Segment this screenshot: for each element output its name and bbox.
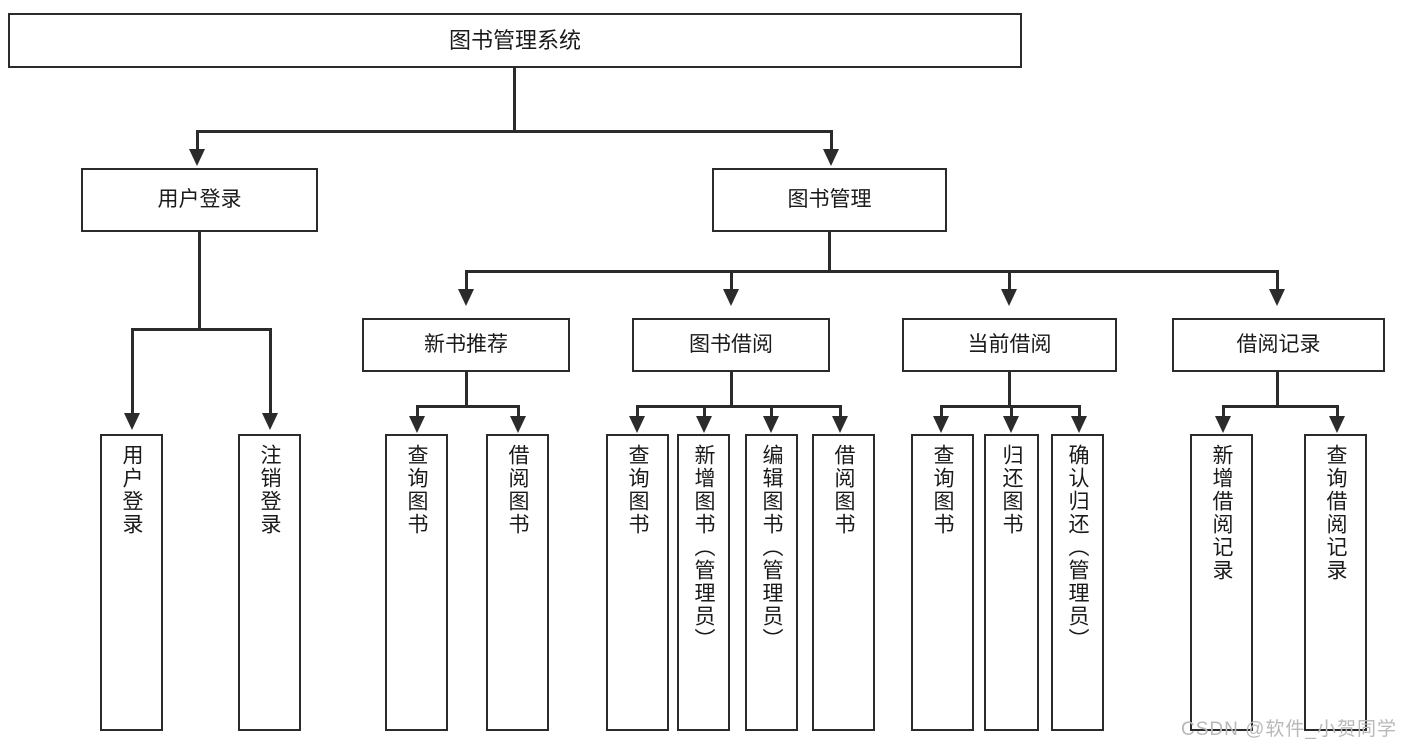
node-label: 当前借阅	[967, 332, 1052, 356]
arrowhead-icon	[1071, 416, 1087, 433]
node-label: 图书管理	[787, 187, 872, 211]
leaf-label: 用户登录	[120, 444, 143, 536]
leaf-user-login-logout[interactable]: 注销登录	[238, 434, 301, 731]
node-label: 借阅记录	[1236, 332, 1321, 356]
leaf-label: 查询图书	[626, 444, 649, 536]
connector-bm-to-borrow-record	[1276, 270, 1279, 292]
connector-book-borrow-to-leaf-1	[636, 405, 639, 419]
connector-new-book-bus	[416, 405, 520, 408]
leaf-label: 新增借阅记录	[1210, 444, 1233, 582]
leaf-label: 新增图书（管理员）	[692, 444, 715, 651]
leaf-book-borrow-add-book-admin[interactable]: 新增图书（管理员）	[677, 434, 730, 731]
leaf-current-borrow-confirm-return-admin[interactable]: 确认归还（管理员）	[1051, 434, 1104, 731]
connector-new-book-to-leaf-1	[416, 405, 419, 419]
leaf-label: 查询图书	[931, 444, 954, 536]
connector-bm-to-book-borrow	[730, 270, 733, 292]
connector-current-borrow-stem	[1008, 372, 1011, 408]
arrowhead-icon	[1215, 416, 1231, 433]
connector-root-stem	[513, 68, 516, 132]
leaf-label: 归还图书	[1000, 444, 1023, 536]
connector-current-borrow-to-leaf-3	[1078, 405, 1081, 419]
leaf-current-borrow-query-book[interactable]: 查询图书	[911, 434, 974, 731]
connector-new-book-to-leaf-2	[517, 405, 520, 419]
leaf-label: 查询借阅记录	[1324, 444, 1347, 582]
node-current-borrow[interactable]: 当前借阅	[902, 318, 1117, 372]
leaf-new-book-query-book[interactable]: 查询图书	[385, 434, 448, 731]
connector-borrow-record-stem	[1276, 372, 1279, 408]
connector-root-to-book-management	[830, 130, 833, 152]
arrowhead-icon	[823, 149, 839, 166]
leaf-borrow-record-query-record[interactable]: 查询借阅记录	[1304, 434, 1367, 731]
connector-book-borrow-to-leaf-4	[839, 405, 842, 419]
arrowhead-icon	[458, 289, 474, 306]
arrowhead-icon	[1001, 289, 1017, 306]
connector-book-borrow-bus	[636, 405, 842, 408]
connector-bm-to-current-borrow	[1008, 270, 1011, 292]
node-book-borrow[interactable]: 图书借阅	[632, 318, 830, 372]
connector-borrow-record-bus	[1222, 405, 1339, 408]
arrowhead-icon	[723, 289, 739, 306]
connector-new-book-stem	[465, 372, 468, 408]
arrowhead-icon	[409, 416, 425, 433]
leaf-label: 借阅图书	[506, 444, 529, 536]
node-borrow-record[interactable]: 借阅记录	[1172, 318, 1385, 372]
connector-user-login-stem	[198, 232, 201, 330]
leaf-label: 查询图书	[405, 444, 428, 536]
connector-book-management-bus	[465, 270, 1279, 273]
arrowhead-icon	[1269, 289, 1285, 306]
arrowhead-icon	[832, 416, 848, 433]
node-label: 用户登录	[157, 187, 242, 211]
leaf-label: 确认归还（管理员）	[1066, 444, 1089, 651]
arrowhead-icon	[696, 416, 712, 433]
node-label: 图书借阅	[689, 332, 773, 356]
arrowhead-icon	[629, 416, 645, 433]
leaf-label: 借阅图书	[832, 444, 855, 536]
node-new-book-recommendation[interactable]: 新书推荐	[362, 318, 570, 372]
connector-user-login-to-leaf-2	[269, 328, 272, 416]
connector-root-to-user-login	[196, 130, 199, 152]
connector-borrow-record-to-leaf-2	[1336, 405, 1339, 419]
arrowhead-icon	[933, 416, 949, 433]
connector-user-login-to-leaf-1	[131, 328, 134, 416]
connector-borrow-record-to-leaf-1	[1222, 405, 1225, 419]
leaf-label: 注销登录	[258, 444, 281, 536]
arrowhead-icon	[510, 416, 526, 433]
leaf-book-borrow-borrow-book[interactable]: 借阅图书	[812, 434, 875, 731]
arrowhead-icon	[124, 413, 140, 430]
connector-book-borrow-to-leaf-3	[770, 405, 773, 419]
leaf-book-borrow-query-book[interactable]: 查询图书	[606, 434, 669, 731]
leaf-current-borrow-return-book[interactable]: 归还图书	[984, 434, 1039, 731]
arrowhead-icon	[262, 413, 278, 430]
connector-bm-to-new-book	[465, 270, 468, 292]
leaf-borrow-record-add-record[interactable]: 新增借阅记录	[1190, 434, 1253, 731]
connector-current-borrow-to-leaf-1	[940, 405, 943, 419]
connector-book-borrow-to-leaf-2	[703, 405, 706, 419]
leaf-book-borrow-edit-book-admin[interactable]: 编辑图书（管理员）	[745, 434, 798, 731]
node-book-management[interactable]: 图书管理	[712, 168, 947, 232]
arrowhead-icon	[1003, 416, 1019, 433]
node-user-login[interactable]: 用户登录	[81, 168, 318, 232]
connector-root-bus	[196, 130, 833, 133]
connector-book-management-stem	[828, 232, 831, 272]
node-label: 图书管理系统	[448, 27, 581, 53]
connector-user-login-bus	[131, 328, 272, 331]
arrowhead-icon	[189, 149, 205, 166]
connector-current-borrow-to-leaf-2	[1010, 405, 1013, 419]
leaf-user-login-login[interactable]: 用户登录	[100, 434, 163, 731]
leaf-label: 编辑图书（管理员）	[760, 444, 783, 651]
arrowhead-icon	[763, 416, 779, 433]
connector-book-borrow-stem	[730, 372, 733, 408]
arrowhead-icon	[1329, 416, 1345, 433]
node-label: 新书推荐	[424, 332, 508, 356]
leaf-new-book-borrow-book[interactable]: 借阅图书	[486, 434, 549, 731]
node-root-book-management-system[interactable]: 图书管理系统	[8, 13, 1022, 68]
